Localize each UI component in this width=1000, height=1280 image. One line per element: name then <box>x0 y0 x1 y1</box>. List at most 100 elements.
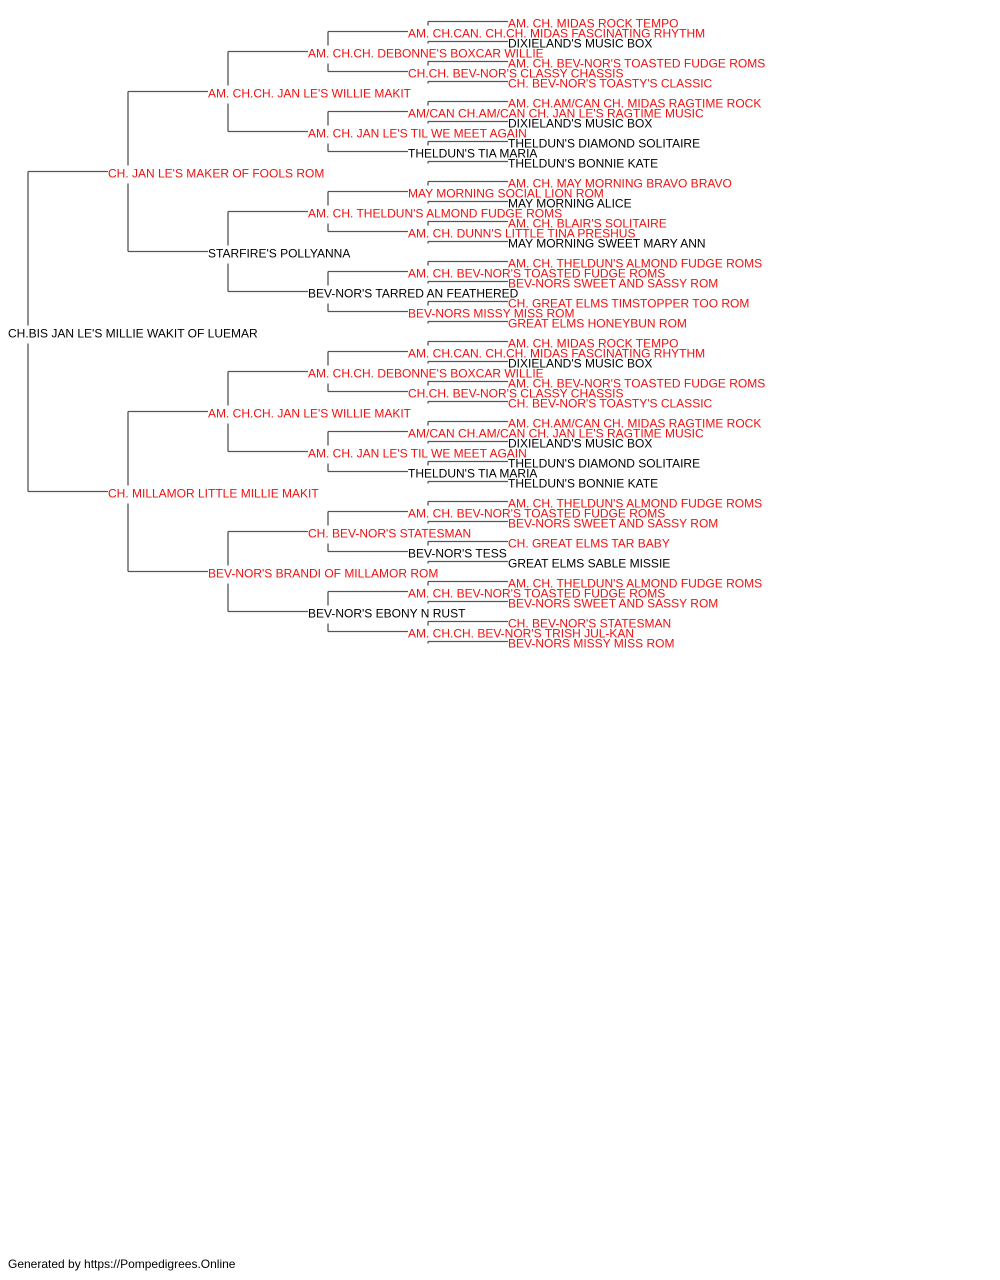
ancestor-name: AM. CH. THELDUN'S ALMOND FUDGE ROMS <box>508 497 762 511</box>
ancestor-node: AM. CH.CAN. CH.CH. MIDAS FASCINATING RHY… <box>408 347 705 361</box>
ancestor-node: BEV-NOR'S TARRED AN FEATHERED <box>308 287 519 301</box>
ancestor-name: DIXIELAND'S MUSIC BOX <box>508 357 652 371</box>
ancestor-name: AM. CH. JAN LE'S TIL WE MEET AGAIN <box>308 127 527 141</box>
ancestor-node: CH. BEV-NOR'S STATESMAN <box>308 527 471 541</box>
ancestor-name: AM. CH. BEV-NOR'S TOASTED FUDGE ROMS <box>508 377 765 391</box>
ancestor-name: CH. JAN LE'S MAKER OF FOOLS ROM <box>108 167 324 181</box>
ancestor-node: AM. CH. THELDUN'S ALMOND FUDGE ROMS <box>508 257 762 271</box>
ancestor-node: CH.CH. BEV-NOR'S CLASSY CHASSIS <box>408 387 623 401</box>
ancestor-node: CH. BEV-NOR'S STATESMAN <box>508 617 671 631</box>
ancestor-name: BEV-NORS SWEET AND SASSY ROM <box>508 517 718 531</box>
ancestor-node: CH.CH. BEV-NOR'S CLASSY CHASSIS <box>408 67 623 81</box>
ancestor-name: AM. CH. MAY MORNING BRAVO BRAVO <box>508 177 732 191</box>
ancestor-node: CH. GREAT ELMS TIMSTOPPER TOO ROM <box>508 297 749 311</box>
ancestor-name: AM. CH.CAN. CH.CH. MIDAS FASCINATING RHY… <box>408 347 705 361</box>
ancestor-name: AM. CH. BEV-NOR'S TOASTED FUDGE ROMS <box>408 507 665 521</box>
ancestor-name: CH. GREAT ELMS TAR BABY <box>508 537 670 551</box>
ancestor-node: AM. CH. BEV-NOR'S TOASTED FUDGE ROMS <box>508 57 765 71</box>
ancestor-node: DIXIELAND'S MUSIC BOX <box>508 37 652 51</box>
ancestor-name: AM. CH.CH. JAN LE'S WILLIE MAKIT <box>208 87 412 101</box>
ancestor-name: CH. BEV-NOR'S STATESMAN <box>308 527 471 541</box>
ancestor-node: CH. MILLAMOR LITTLE MILLIE MAKIT <box>108 487 319 501</box>
ancestor-name: AM. CH. THELDUN'S ALMOND FUDGE ROMS <box>308 207 562 221</box>
ancestor-node: AM/CAN CH.AM/CAN CH. JAN LE'S RAGTIME MU… <box>408 427 704 441</box>
ancestor-name: AM. CH. DUNN'S LITTLE TINA PRESHUS <box>408 227 635 241</box>
ancestor-node: AM. CH. MIDAS ROCK TEMPO <box>508 337 678 351</box>
ancestor-node: THELDUN'S TIA MARIA <box>408 147 537 161</box>
ancestor-name: AM. CH. MIDAS ROCK TEMPO <box>508 337 678 351</box>
ancestor-name: AM. CH. BEV-NOR'S TOASTED FUDGE ROMS <box>408 267 665 281</box>
ancestor-name: AM. CH.AM/CAN CH. MIDAS RAGTIME ROCK <box>508 97 761 111</box>
ancestor-name: CH. BEV-NOR'S TOASTY'S CLASSIC <box>508 77 713 91</box>
ancestor-node: AM. CH. JAN LE'S TIL WE MEET AGAIN <box>308 127 527 141</box>
ancestor-node: AM. CH. THELDUN'S ALMOND FUDGE ROMS <box>508 497 762 511</box>
ancestor-name: GREAT ELMS SABLE MISSIE <box>508 557 670 571</box>
ancestor-node: BEV-NORS SWEET AND SASSY ROM <box>508 517 718 531</box>
ancestor-node: BEV-NORS MISSY MISS ROM <box>408 307 574 321</box>
ancestor-node: AM. CH. DUNN'S LITTLE TINA PRESHUS <box>408 227 635 241</box>
ancestor-node: DIXIELAND'S MUSIC BOX <box>508 357 652 371</box>
ancestor-node: DIXIELAND'S MUSIC BOX <box>508 117 652 131</box>
ancestor-node: BEV-NOR'S EBONY N RUST <box>308 607 466 621</box>
ancestor-name: DIXIELAND'S MUSIC BOX <box>508 437 652 451</box>
ancestor-node: AM. CH. BLAIR'S SOLITAIRE <box>508 217 667 231</box>
ancestor-name: THELDUN'S TIA MARIA <box>408 147 537 161</box>
ancestor-node: MAY MORNING SOCIAL LION ROM <box>408 187 604 201</box>
connector-lines <box>27 20 508 644</box>
ancestor-node: AM. CH. BEV-NOR'S TOASTED FUDGE ROMS <box>408 507 665 521</box>
ancestor-node: AM. CH. MAY MORNING BRAVO BRAVO <box>508 177 732 191</box>
ancestor-name: MAY MORNING SWEET MARY ANN <box>508 237 706 251</box>
ancestor-name: AM. CH.CH. DEBONNE'S BOXCAR WILLIE <box>308 47 544 61</box>
ancestor-node: AM. CH.CAN. CH.CH. MIDAS FASCINATING RHY… <box>408 27 705 41</box>
ancestor-name: BEV-NOR'S BRANDI OF MILLAMOR ROM <box>208 567 438 581</box>
ancestor-name: BEV-NORS SWEET AND SASSY ROM <box>508 277 718 291</box>
ancestor-name: AM. CH.CAN. CH.CH. MIDAS FASCINATING RHY… <box>408 27 705 41</box>
ancestor-node: THELDUN'S BONNIE KATE <box>508 157 658 171</box>
ancestor-name: THELDUN'S DIAMOND SOLITAIRE <box>508 457 700 471</box>
ancestor-node: THELDUN'S TIA MARIA <box>408 467 537 481</box>
ancestor-node: DIXIELAND'S MUSIC BOX <box>508 437 652 451</box>
ancestor-name: THELDUN'S TIA MARIA <box>408 467 537 481</box>
ancestor-node: AM. CH. JAN LE'S TIL WE MEET AGAIN <box>308 447 527 461</box>
ancestor-node: AM. CH. THELDUN'S ALMOND FUDGE ROMS <box>308 207 562 221</box>
ancestor-node: BEV-NOR'S BRANDI OF MILLAMOR ROM <box>208 567 438 581</box>
ancestor-node: THELDUN'S BONNIE KATE <box>508 477 658 491</box>
ancestor-name: AM. CH. BEV-NOR'S TOASTED FUDGE ROMS <box>408 587 665 601</box>
ancestor-node: AM/CAN CH.AM/CAN CH. JAN LE'S RAGTIME MU… <box>408 107 704 121</box>
ancestor-name: BEV-NOR'S TARRED AN FEATHERED <box>308 287 519 301</box>
ancestor-node: CH. BEV-NOR'S TOASTY'S CLASSIC <box>508 397 713 411</box>
ancestor-name: STARFIRE'S POLLYANNA <box>208 247 350 261</box>
subject-dog: CH.BIS JAN LE'S MILLIE WAKIT OF LUEMAR <box>8 327 258 341</box>
ancestor-name: BEV-NORS MISSY MISS ROM <box>508 637 674 651</box>
ancestor-name: BEV-NORS SWEET AND SASSY ROM <box>508 597 718 611</box>
ancestor-name: CH. BEV-NOR'S STATESMAN <box>508 617 671 631</box>
ancestor-node: AM. CH.CH. JAN LE'S WILLIE MAKIT <box>208 407 412 421</box>
ancestor-node: AM. CH. BEV-NOR'S TOASTED FUDGE ROMS <box>508 377 765 391</box>
ancestor-node: AM. CH. MIDAS ROCK TEMPO <box>508 17 678 31</box>
ancestor-node: AM. CH.CH. DEBONNE'S BOXCAR WILLIE <box>308 367 544 381</box>
ancestor-name: CH.CH. BEV-NOR'S CLASSY CHASSIS <box>408 387 623 401</box>
ancestor-node: CH. JAN LE'S MAKER OF FOOLS ROM <box>108 167 324 181</box>
ancestor-node: BEV-NOR'S TESS <box>408 547 507 561</box>
ancestor-node: BEV-NORS SWEET AND SASSY ROM <box>508 597 718 611</box>
ancestor-name: THELDUN'S BONNIE KATE <box>508 477 658 491</box>
ancestor-name: AM. CH. BEV-NOR'S TOASTED FUDGE ROMS <box>508 57 765 71</box>
footer-credit: Generated by https://Pompedigrees.Online <box>8 1257 236 1271</box>
ancestor-node: GREAT ELMS SABLE MISSIE <box>508 557 670 571</box>
ancestor-name: AM. CH.CH. DEBONNE'S BOXCAR WILLIE <box>308 367 544 381</box>
ancestor-node: MAY MORNING ALICE <box>508 197 632 211</box>
ancestor-name: AM/CAN CH.AM/CAN CH. JAN LE'S RAGTIME MU… <box>408 427 704 441</box>
ancestor-node: AM. CH. BEV-NOR'S TOASTED FUDGE ROMS <box>408 267 665 281</box>
ancestor-name: CH. BEV-NOR'S TOASTY'S CLASSIC <box>508 397 713 411</box>
ancestor-name: CH. MILLAMOR LITTLE MILLIE MAKIT <box>108 487 319 501</box>
ancestor-node: AM. CH.CH. JAN LE'S WILLIE MAKIT <box>208 87 412 101</box>
ancestor-name: AM. CH. MIDAS ROCK TEMPO <box>508 17 678 31</box>
ancestor-node: THELDUN'S DIAMOND SOLITAIRE <box>508 457 700 471</box>
ancestor-name: AM. CH. THELDUN'S ALMOND FUDGE ROMS <box>508 257 762 271</box>
ancestor-name: DIXIELAND'S MUSIC BOX <box>508 117 652 131</box>
ancestor-name: BEV-NOR'S TESS <box>408 547 507 561</box>
ancestor-name: AM/CAN CH.AM/CAN CH. JAN LE'S RAGTIME MU… <box>408 107 704 121</box>
ancestor-node: AM. CH. BEV-NOR'S TOASTED FUDGE ROMS <box>408 587 665 601</box>
ancestor-node: AM. CH.CH. BEV-NOR'S TRISH JUL-KAN <box>408 627 634 641</box>
